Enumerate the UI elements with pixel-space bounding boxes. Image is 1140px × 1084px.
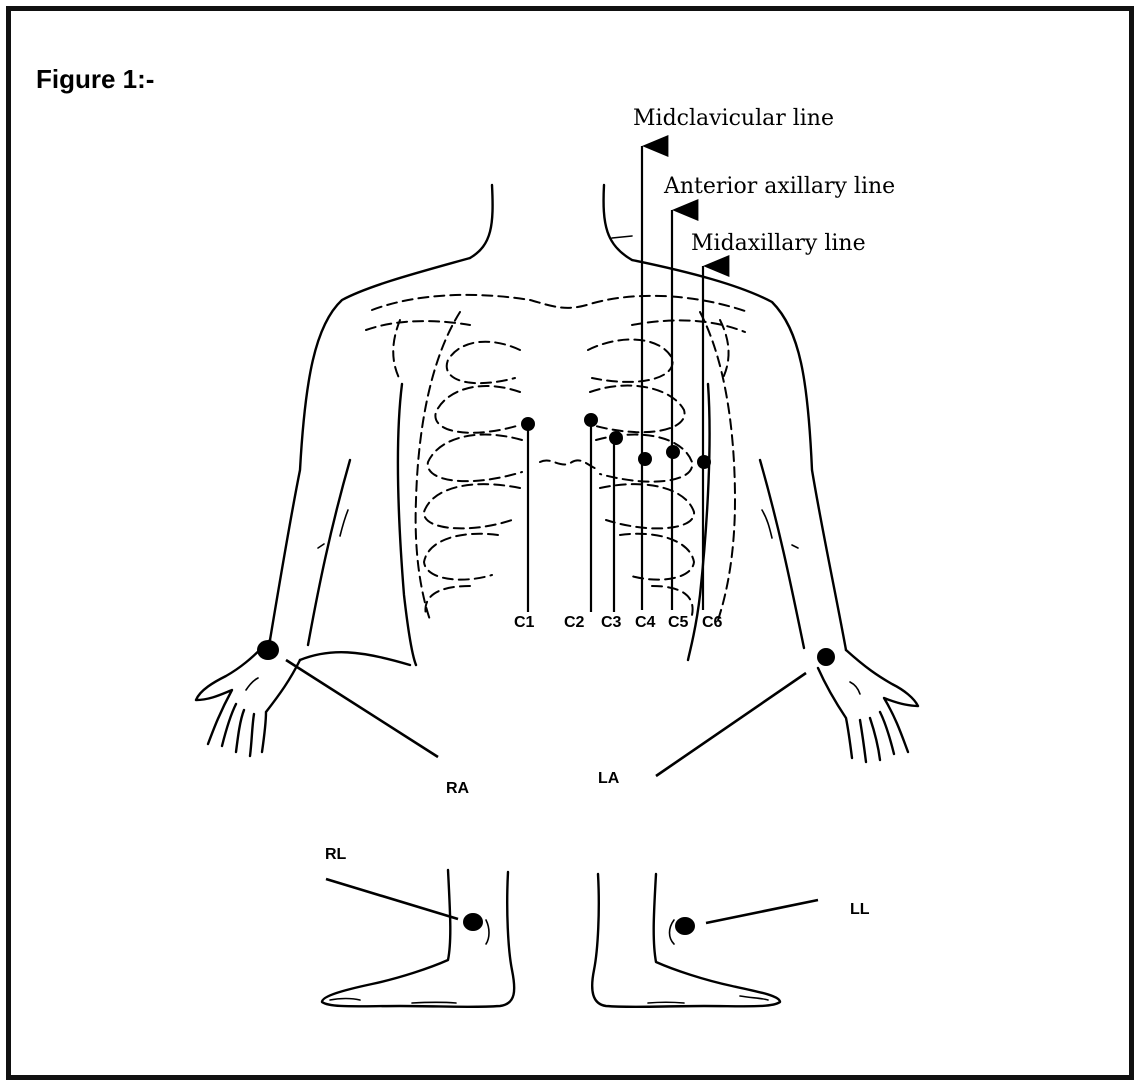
limb-leads: RA LA RL LL (257, 640, 870, 935)
electrode-rl (463, 913, 483, 931)
electrode-c2 (584, 413, 598, 427)
left-hand (818, 650, 918, 762)
lead-label-c1: C1 (514, 614, 535, 631)
chest-leads: C1 C2 C3 C4 C5 C6 (514, 413, 723, 631)
reference-lines: Midclavicular line Anterior axillary lin… (633, 106, 895, 610)
lead-label-c3: C3 (601, 614, 622, 631)
limb-label-ra: RA (446, 780, 470, 797)
electrode-ll (675, 917, 695, 935)
limb-label-rl: RL (325, 846, 347, 863)
right-foot (322, 870, 514, 1007)
limb-label-la: LA (598, 770, 620, 787)
electrode-c1 (521, 417, 535, 431)
rib-cage (366, 295, 748, 620)
lead-label-c6: C6 (702, 614, 723, 631)
midclavicular-line-label: Midclavicular line (633, 106, 834, 131)
limb-label-ll: LL (850, 901, 870, 918)
torso-outline (270, 185, 846, 665)
midaxillary-line-label: Midaxillary line (691, 231, 866, 256)
electrode-c6 (697, 455, 711, 469)
lead-label-c5: C5 (668, 614, 689, 631)
electrode-ra (257, 640, 279, 660)
right-hand (196, 640, 300, 756)
anterior-axillary-line-label: Anterior axillary line (663, 174, 895, 199)
electrode-c5 (666, 445, 680, 459)
lead-label-c4: C4 (635, 614, 656, 631)
lead-label-c2: C2 (564, 614, 585, 631)
electrode-la (817, 648, 835, 666)
electrode-c4 (638, 452, 652, 466)
electrode-c3 (609, 431, 623, 445)
left-foot (592, 874, 780, 1007)
